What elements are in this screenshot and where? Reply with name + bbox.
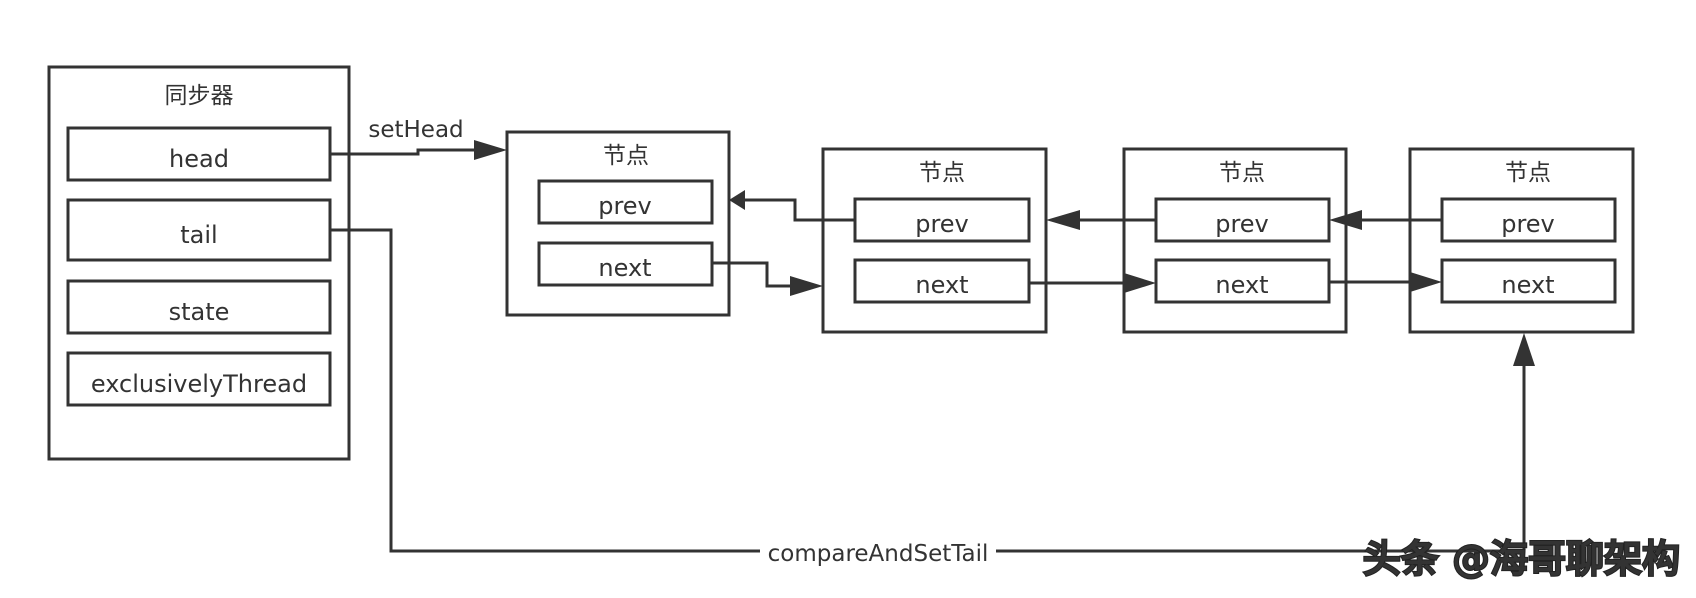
synchronizer-title: 同步器: [165, 83, 234, 109]
node-2-title: 节点: [919, 160, 965, 186]
node-1-next-box: [537, 241, 714, 287]
node-4-next-box: [1440, 258, 1617, 304]
node-2: 节点 prev next: [821, 147, 1048, 334]
set-head-arrowhead: [474, 140, 507, 160]
node-3-next-connector: [1329, 272, 1442, 292]
node-1-prev-box: [537, 179, 714, 225]
node-3-prev-arrowhead: [1046, 210, 1080, 230]
node-3-next-box: [1154, 258, 1331, 304]
node-2-next-arrowhead: [1124, 273, 1156, 293]
node-4-title: 节点: [1505, 160, 1551, 186]
node-3-next-arrowhead: [1410, 272, 1442, 292]
set-head-label: setHead: [368, 117, 463, 143]
node-3-prev-connector: [1046, 210, 1156, 230]
field-exclusive-thread-label: exclusivelyThread: [91, 370, 307, 398]
compare-and-set-tail-label: compareAndSetTail: [768, 541, 989, 567]
node-3-prev-box: [1154, 197, 1331, 243]
node-1: 节点 prev next: [505, 130, 731, 317]
field-exclusive-thread-box: [66, 351, 332, 407]
node-2-next-connector: [1029, 273, 1156, 293]
set-head-connector: setHead: [330, 117, 507, 160]
compare-and-set-tail-label-bg: [760, 536, 996, 566]
synchronizer-box: 同步器 head tail state exclusivelyThread: [47, 65, 351, 461]
node-2-next-label: next: [915, 271, 968, 299]
node-2-next-box: [853, 258, 1031, 304]
field-head-box: [66, 126, 332, 182]
node-2-prev-connector: [729, 190, 855, 222]
node-1-prev-label: prev: [598, 192, 652, 220]
node-2-prev-arrowhead: [729, 190, 745, 210]
node-2-prev-line: [745, 198, 855, 222]
node-3-title: 节点: [1219, 160, 1265, 186]
node-3-next-label: next: [1215, 271, 1268, 299]
node-4-prev-connector: [1329, 210, 1442, 230]
node-4-next-label: next: [1501, 271, 1554, 299]
node-1-next-connector: [712, 261, 823, 296]
node-1-next-arrowhead: [790, 276, 823, 296]
field-state-box: [66, 279, 332, 335]
node-3: 节点 prev next: [1122, 147, 1348, 334]
set-head-line: [330, 148, 474, 156]
node-4-prev-label: prev: [1501, 210, 1555, 238]
field-state-label: state: [169, 298, 230, 326]
field-head-label: head: [169, 145, 229, 173]
node-3-prev-label: prev: [1215, 210, 1269, 238]
compare-and-set-tail-arrowhead: [1513, 333, 1535, 366]
node-1-title: 节点: [603, 143, 649, 169]
field-tail-label: tail: [180, 221, 217, 249]
watermark-text: 头条 @海哥聊架构: [1363, 537, 1680, 581]
field-tail-box: [66, 198, 332, 262]
node-4-prev-arrowhead: [1329, 210, 1362, 230]
compare-and-set-tail-line: [330, 228, 1526, 553]
node-1-next-line: [712, 261, 790, 288]
node-1-next-label: next: [598, 254, 651, 282]
node-4: 节点 prev next: [1408, 147, 1635, 334]
node-2-prev-label: prev: [915, 210, 969, 238]
compare-and-set-tail-connector: compareAndSetTail: [330, 228, 1535, 567]
